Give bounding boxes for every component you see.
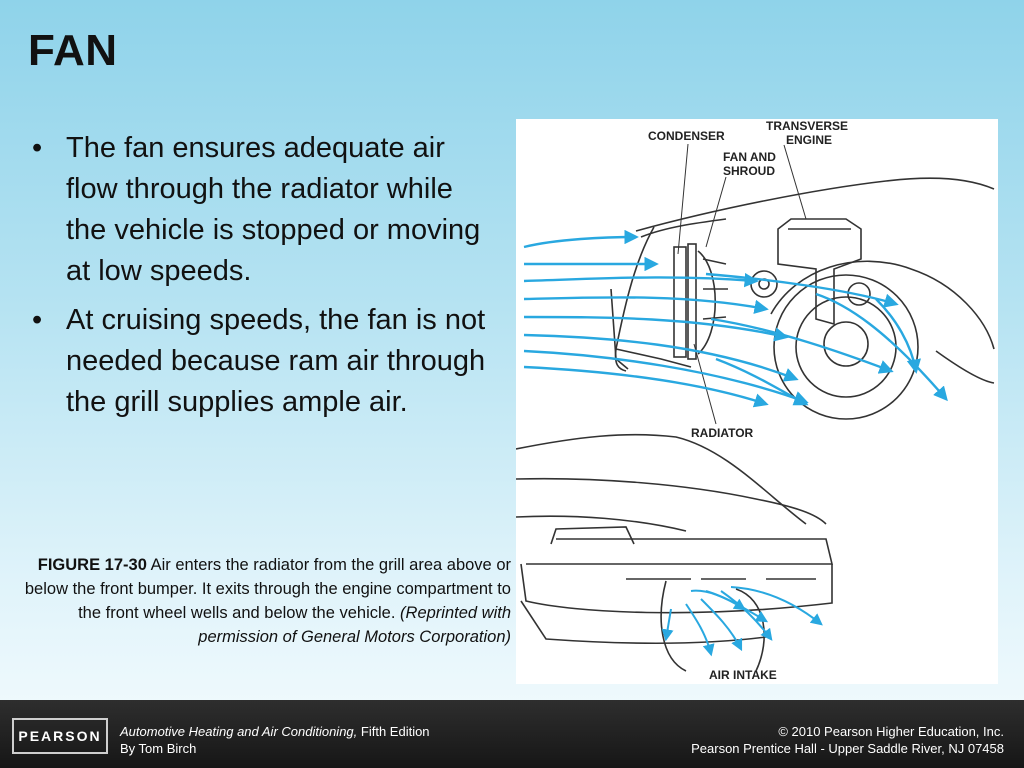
footer-book-title: Automotive Heating and Air Conditioning,	[120, 724, 358, 739]
footer-book-line: Automotive Heating and Air Conditioning,…	[120, 723, 430, 740]
caption-credit: (Reprinted with permission of General Mo…	[198, 604, 511, 646]
bullet-item: • At cruising speeds, the fan is not nee…	[30, 300, 500, 423]
label-fan-shroud-2: SHROUD	[723, 164, 775, 178]
label-fan-shroud: FAN AND	[723, 150, 776, 164]
leader-lines	[677, 143, 807, 425]
bullet-text: The fan ensures adequate air flow throug…	[66, 132, 481, 287]
bullet-list: • The fan ensures adequate air flow thro…	[30, 128, 500, 431]
slide-footer: PEARSON Automotive Heating and Air Condi…	[0, 700, 1024, 768]
bullet-text: At cruising speeds, the fan is not neede…	[66, 304, 486, 418]
airflow-diagram: CONDENSER TRANSVERSE ENGINE FAN AND SHRO…	[516, 119, 995, 682]
footer-book-info: Automotive Heating and Air Conditioning,…	[120, 723, 430, 757]
footer-copyright-info: © 2010 Pearson Higher Education, Inc. Pe…	[691, 723, 1004, 757]
footer-publisher: Pearson Prentice Hall - Upper Saddle Riv…	[691, 741, 1004, 756]
label-condenser: CONDENSER	[648, 129, 725, 143]
caption-text: Air enters the radiator from the grill a…	[24, 556, 511, 622]
bullet-dot: •	[32, 132, 43, 164]
label-air-intake: AIR INTAKE	[709, 668, 777, 682]
bullet-dot: •	[32, 304, 43, 336]
slide-title: FAN	[28, 26, 118, 75]
upper-airflow-arrows	[523, 229, 948, 408]
footer-author: By Tom Birch	[120, 741, 197, 756]
pearson-logo: PEARSON	[12, 718, 108, 754]
lower-airflow-arrows	[661, 586, 823, 657]
label-radiator: RADIATOR	[691, 426, 754, 440]
figure-number: FIGURE 17-30	[37, 556, 147, 574]
footer-copyright: © 2010 Pearson Higher Education, Inc.	[778, 724, 1004, 739]
label-transverse-engine: TRANSVERSE	[766, 119, 848, 133]
bullet-item: • The fan ensures adequate air flow thro…	[30, 128, 500, 292]
lower-car-outline	[516, 433, 834, 672]
airflow-illustration: CONDENSER TRANSVERSE ENGINE FAN AND SHRO…	[516, 119, 998, 684]
footer-edition: Fifth Edition	[357, 724, 430, 739]
label-transverse-engine-2: ENGINE	[786, 133, 832, 147]
upper-car-outline	[610, 177, 995, 420]
figure-caption: FIGURE 17-30 Air enters the radiator fro…	[20, 553, 511, 649]
